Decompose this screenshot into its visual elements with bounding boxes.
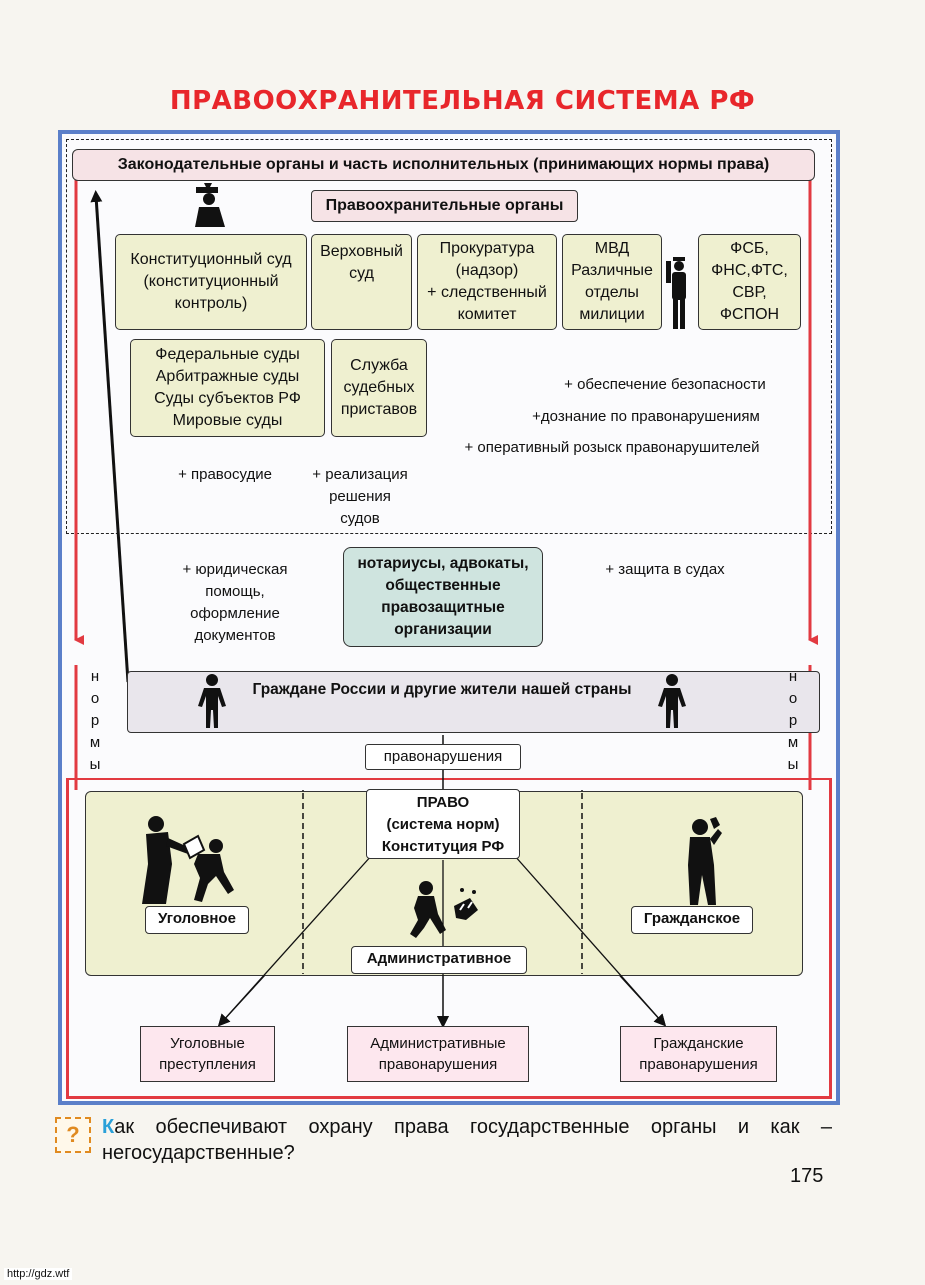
question-initial: К: [102, 1116, 115, 1138]
norms-label-right: н о р м ы: [787, 668, 799, 773]
civil-label: Гражданское: [631, 906, 753, 934]
citizens-bar: [127, 671, 820, 733]
norms-label-left: н о р м ы: [89, 668, 101, 773]
prosecutor-box: Прокуратура (надзор) + следственный коми…: [417, 234, 557, 330]
page-title: ПРАВООХРАНИТЕЛЬНАЯ СИСТЕМА РФ: [169, 86, 756, 116]
question-body: ак обеспечивают охрану права государстве…: [102, 1116, 832, 1164]
supreme-court-box: Верховный суд: [311, 234, 412, 330]
feedback-arrow: [90, 190, 130, 683]
fsb-box: ФСБ, ФНС,ФТС, СВР, ФСПОН: [698, 234, 801, 330]
person-icon-left: [198, 674, 226, 728]
state-bodies-dashed-area: [66, 139, 832, 534]
watermark-url: http://gdz.wtf: [4, 1268, 73, 1280]
littering-icon: [410, 881, 478, 938]
execution-function: + реализация решения судов: [312, 466, 408, 527]
crimes-box: Уголовные преступления: [140, 1026, 275, 1082]
citizens-label: Граждане России и другие жители нашей ст…: [252, 681, 632, 698]
policeman-icon: [666, 257, 686, 329]
search-function: + оперативный розыск правонарушителей: [464, 439, 760, 456]
inquiry-function: +дознание по правонарушениям: [532, 408, 760, 425]
angry-person-icon: [688, 817, 722, 905]
criminal-label: Уголовное: [145, 906, 249, 934]
question-icon: ?: [55, 1117, 91, 1153]
law-enforcement-header: Правоохранительные органы: [311, 190, 578, 222]
law-area-frame: [66, 778, 832, 1099]
question-text: Как обеспечивают охрану права государств…: [102, 1114, 832, 1166]
legal-help-text: + юридическая помощь, оформление докумен…: [182, 561, 288, 644]
constitutional-court-box: Конституционный суд (конституционный кон…: [115, 234, 307, 330]
civil-offenses-box: Гражданские правонарушения: [620, 1026, 777, 1082]
mvd-box: МВД Различные отделы милиции: [562, 234, 662, 330]
person-icon-right: [658, 674, 686, 728]
page-number: 175: [790, 1165, 824, 1187]
bailiffs-box: Служба судебных приставов: [331, 339, 427, 437]
courts-box: Федеральные суды Арбитражные суды Суды с…: [130, 339, 325, 437]
offenses-label: правонарушения: [365, 744, 521, 770]
administrative-label: Административное: [351, 946, 527, 974]
justice-function: + правосудие: [178, 466, 272, 483]
law-box: ПРАВО (система норм) Конституция РФ: [366, 789, 520, 859]
security-function: + обеспечение безопасности: [564, 376, 766, 393]
judge-icon: [195, 183, 225, 227]
robbery-icon: [142, 816, 234, 904]
legislative-bodies-bar: Законодательные органы и часть исполните…: [72, 149, 815, 181]
non-state-organizations-box: нотариусы, адвокаты, общественные правоз…: [343, 547, 543, 647]
court-defense-text: + защита в судах: [605, 561, 725, 578]
admin-offenses-box: Административные правонарушения: [347, 1026, 529, 1082]
